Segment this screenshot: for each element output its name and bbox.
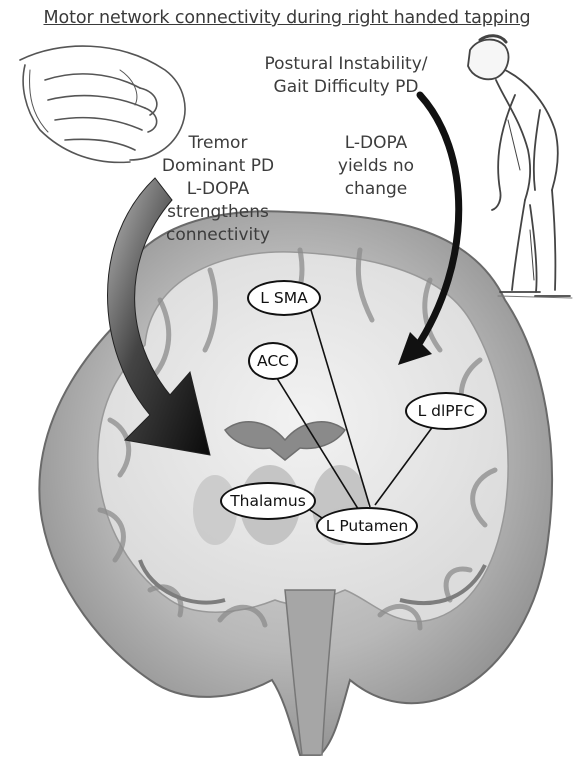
region-l-putamen: L Putamen bbox=[316, 507, 418, 545]
tremor-caption-line: L-DOPA bbox=[138, 178, 298, 201]
pigd-caption-line: Gait Difficulty PD bbox=[236, 76, 456, 99]
tremor-caption-line: strengthens bbox=[138, 201, 298, 224]
region-thalamus: Thalamus bbox=[220, 482, 316, 520]
region-l-sma: L SMA bbox=[247, 280, 321, 316]
region-l-dlpfc: L dlPFC bbox=[405, 392, 487, 430]
tremor-caption-line: Dominant PD bbox=[138, 155, 298, 178]
pigd-caption-line: Postural Instability/ bbox=[236, 53, 456, 76]
tremor-caption: Tremor Dominant PD L-DOPA strengthens co… bbox=[138, 132, 298, 247]
ldopa-no-change-caption: L-DOPA yields no change bbox=[316, 132, 436, 201]
tremor-caption-line: Tremor bbox=[138, 132, 298, 155]
tremor-caption-line: connectivity bbox=[138, 224, 298, 247]
stooped-man-illustration-icon bbox=[468, 36, 572, 298]
ldopa-caption-line: change bbox=[316, 178, 436, 201]
pigd-caption: Postural Instability/ Gait Difficulty PD bbox=[236, 53, 456, 99]
region-acc: ACC bbox=[248, 342, 298, 380]
ldopa-caption-line: L-DOPA bbox=[316, 132, 436, 155]
ldopa-caption-line: yields no bbox=[316, 155, 436, 178]
